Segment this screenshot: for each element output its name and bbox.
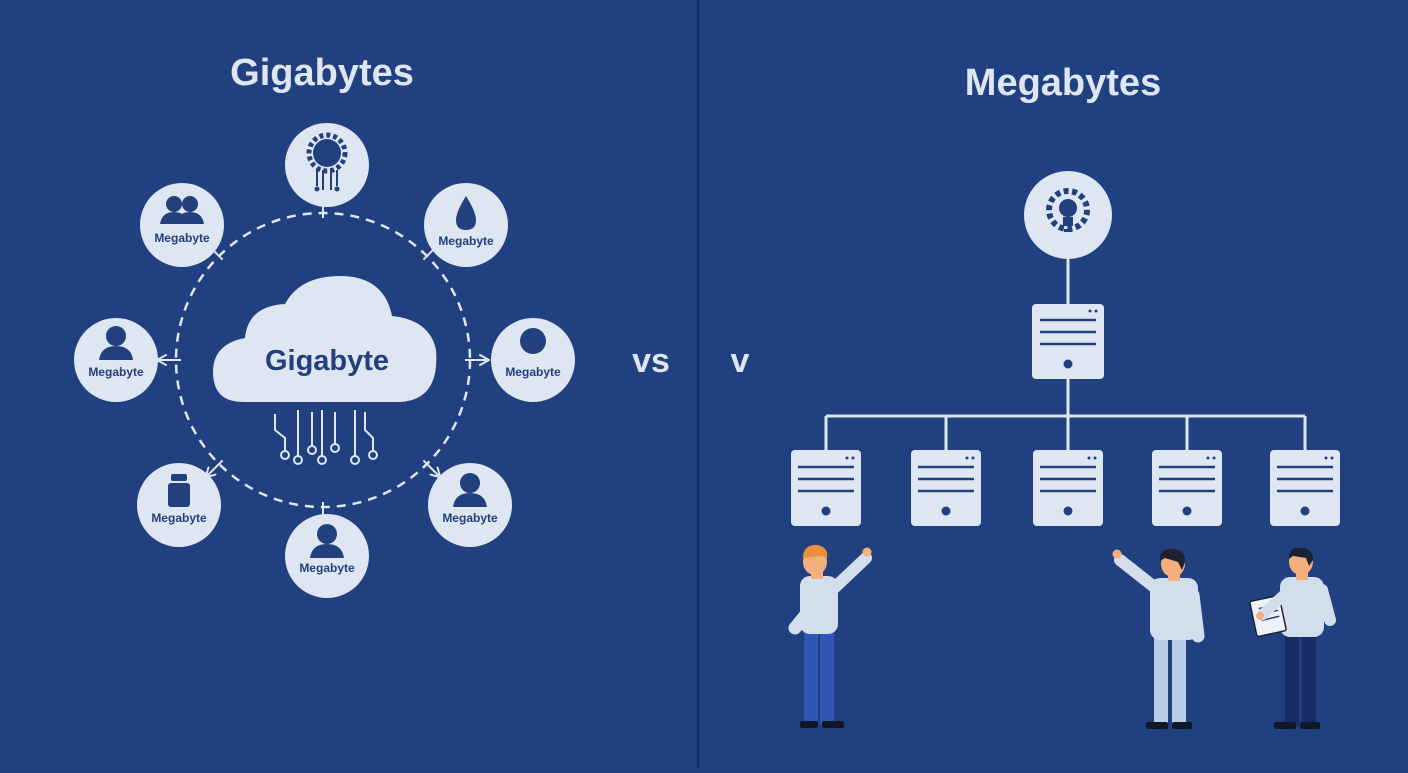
node-label: Megabyte xyxy=(88,365,144,379)
node-bottom-right: Megabyte xyxy=(428,463,512,547)
person-with-clipboard xyxy=(1249,547,1336,729)
vs-label-right: v xyxy=(730,342,750,380)
jar-icon xyxy=(168,474,190,507)
person-pointing-right xyxy=(1112,548,1205,729)
drop-icon xyxy=(456,196,476,230)
node-label: Megabyte xyxy=(442,511,498,525)
server-row xyxy=(791,450,1340,526)
orbit-arrow xyxy=(422,459,442,479)
people-icon xyxy=(160,196,204,224)
node-label: Megabyte xyxy=(299,561,355,575)
orbit-arrow xyxy=(204,459,224,479)
node-label: Megabyte xyxy=(438,234,494,248)
person-icon xyxy=(310,524,344,558)
node-bottom: Megabyte xyxy=(285,514,369,598)
right-title: Megabytes xyxy=(964,62,1162,104)
node-bottom-left: Megabyte xyxy=(137,463,221,547)
server-node xyxy=(1270,450,1340,526)
tree-connectors xyxy=(824,379,1307,450)
node-label: Megabyte xyxy=(154,231,210,245)
root-node xyxy=(1024,171,1112,259)
node-right: Megabyte xyxy=(491,318,575,402)
node-top-right: Megabyte xyxy=(424,183,508,267)
circle-icon xyxy=(520,328,546,354)
server-node xyxy=(1152,450,1222,526)
node-left: Megabyte xyxy=(74,318,158,402)
cloud-label: Gigabyte xyxy=(265,345,389,377)
node-top-left: Megabyte xyxy=(140,183,224,267)
vs-label-left: vs xyxy=(632,342,670,380)
circuit-lines-icon xyxy=(274,410,378,465)
person-pointing-left xyxy=(788,544,872,728)
cloud: Gigabyte xyxy=(213,276,437,465)
gear-chip-icon xyxy=(306,132,348,192)
gear-lightbulb-icon xyxy=(1046,188,1090,232)
server-node xyxy=(911,450,981,526)
node-label: Megabyte xyxy=(151,511,207,525)
node-label: Megabyte xyxy=(505,365,561,379)
cloud-shape xyxy=(213,276,437,402)
left-title: Gigabytes xyxy=(230,52,414,94)
server-node xyxy=(791,450,861,526)
person-icon xyxy=(453,473,487,507)
node-top xyxy=(285,123,369,207)
hub-server xyxy=(1032,304,1104,379)
server-node xyxy=(1033,450,1103,526)
person-icon xyxy=(99,326,133,360)
